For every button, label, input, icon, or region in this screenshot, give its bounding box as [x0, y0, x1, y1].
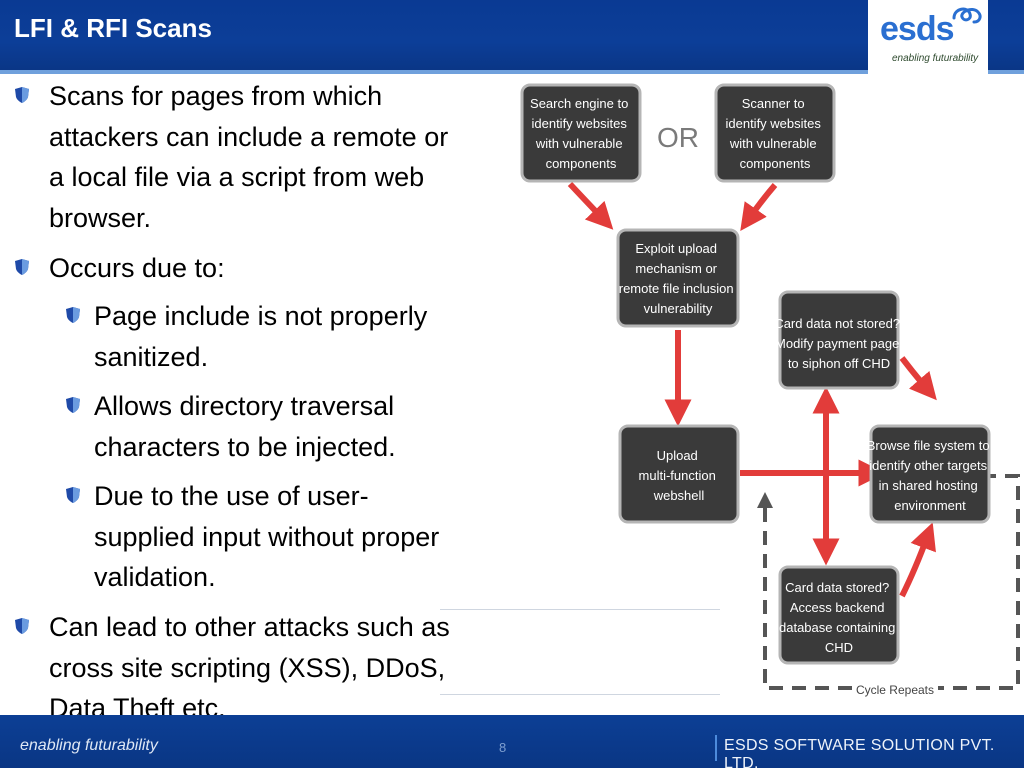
bullet-line: characters to be injected. [94, 431, 396, 462]
title-bar: LFI & RFI Scans [0, 0, 1024, 70]
node-search-text: Search engine to identify websites with … [530, 96, 632, 171]
bullet-line: cross site scripting (XSS), DDoS, [49, 652, 446, 683]
bullet-line: supplied input without proper [94, 521, 440, 552]
node-exploit [616, 228, 740, 328]
node-scanner [714, 83, 836, 183]
divider-line [440, 694, 720, 695]
bullet-line: Allows directory traversal [94, 391, 395, 421]
logo-swirl-icon [952, 7, 982, 24]
attack-flow-diagram: Search engine to identify websites with … [520, 83, 1020, 698]
node-exploit-text: Exploit upload mechanism or remote file … [619, 241, 738, 316]
node-upload-webshell [618, 424, 740, 524]
sub-bullet-directory-traversal: Allows directory traversal characters to… [94, 386, 514, 467]
bullet-scans-for-pages: Scans for pages from which attackers can… [49, 76, 519, 238]
bullet-line: Page include is not properly [94, 301, 428, 331]
node-scanner-text: Scanner to identify websites with vulner… [725, 96, 824, 171]
node-search-engine [520, 83, 642, 183]
shield-bullet-icon [15, 259, 29, 275]
bullet-line: validation. [94, 562, 216, 592]
or-label: OR [657, 122, 699, 153]
arrow-scanner-to-exploit [740, 183, 778, 232]
node-card-stored [778, 565, 900, 665]
title-divider [0, 70, 1024, 74]
divider-line [440, 609, 720, 610]
shield-bullet-icon [66, 307, 80, 323]
company-logo: esds enabling futurability [868, 0, 988, 76]
bullet-line: Can lead to other attacks such as [49, 612, 450, 642]
bullet-line: attackers can include a remote or [49, 121, 449, 152]
bullet-can-lead-to: Can lead to other attacks such as cross … [49, 607, 519, 729]
node-browse-filesystem [869, 424, 991, 524]
bullet-line: a local file via a script from web [49, 162, 425, 192]
bullet-line: browser. [49, 202, 152, 233]
arrow-card-not-to-browse [899, 356, 937, 401]
arrow-card-stored-to-browse [899, 522, 936, 598]
footer-bar: enabling futurability 8 ESDS SOFTWARE SO… [0, 715, 1024, 772]
cycle-dashed-path [763, 474, 1020, 690]
bullet-line: sanitized. [94, 341, 209, 372]
cycle-label-bg [852, 680, 938, 698]
page-number: 8 [499, 740, 507, 755]
bullet-line: Due to the use of user- [94, 481, 369, 511]
logo-wordmark: esds [880, 10, 954, 48]
shield-bullet-icon [15, 618, 29, 634]
logo-tagline: enabling futurability [892, 53, 979, 64]
node-card-not-text: Card data not stored? Modify payment pag… [774, 316, 903, 371]
sub-bullet-user-input: Due to the use of user- supplied input w… [94, 476, 514, 598]
node-card-stored-text: Card data stored? Access backend databas… [779, 580, 899, 655]
node-browse-text: Browse file system to identify other tar… [867, 438, 993, 513]
footer-separator [715, 735, 717, 761]
bullet-occurs-due-to: Occurs due to: [49, 248, 519, 289]
cycle-repeats-label: Cycle Repeats [856, 683, 934, 697]
shield-bullet-icon [66, 397, 80, 413]
bullet-line: Scans for pages from which [49, 81, 383, 111]
slide-title: LFI & RFI Scans [14, 13, 212, 43]
sub-bullet-page-include: Page include is not properly sanitized. [94, 296, 514, 377]
shield-bullet-icon [66, 487, 80, 503]
node-card-not-stored [778, 290, 900, 390]
shield-bullet-icon [15, 87, 29, 103]
bullet-line: Occurs due to: [49, 253, 225, 283]
footer-tagline: enabling futurability [20, 737, 158, 754]
node-upload-text: Upload multi-function webshell [639, 448, 720, 503]
arrow-search-to-exploit [567, 181, 614, 230]
